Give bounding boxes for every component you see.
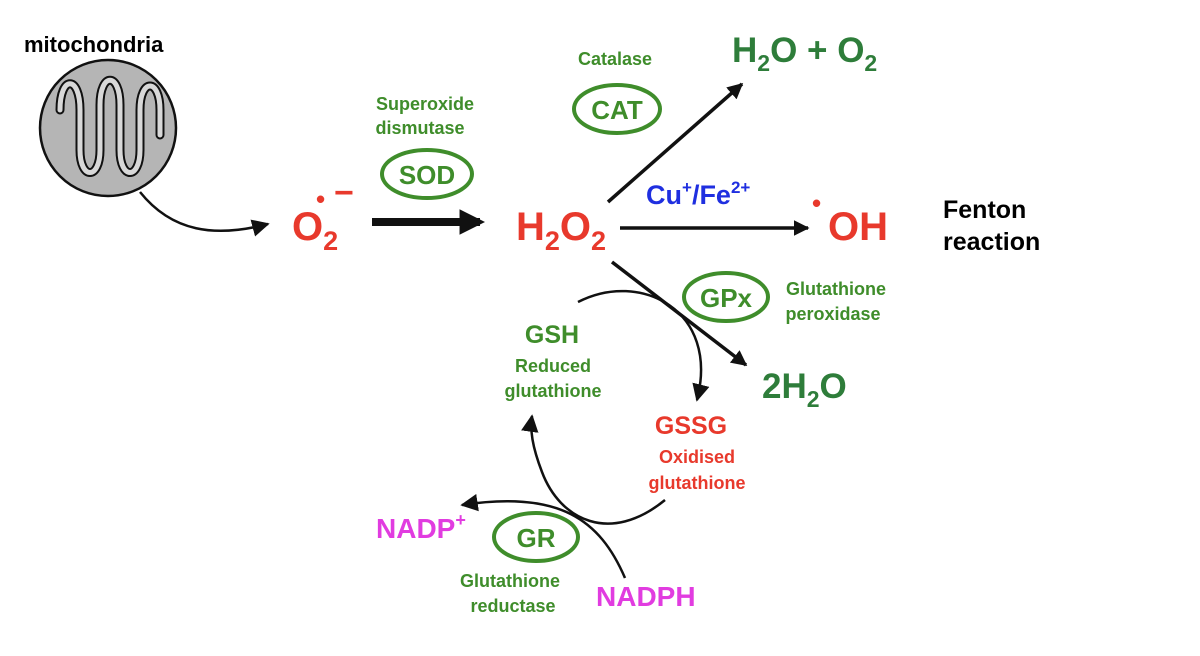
gsh-name-line2: glutathione xyxy=(505,381,602,401)
gr-ellipse xyxy=(492,511,580,563)
nadph-label: NADPH xyxy=(596,581,696,612)
gssg-to-gsh-arrow xyxy=(521,414,666,525)
cat-abbr: CAT xyxy=(591,95,643,125)
nadp-label: NADP+ xyxy=(376,510,466,544)
gsh-to-gssg-arrow xyxy=(577,289,710,402)
cat-ellipse xyxy=(572,83,662,135)
gsh-abbr: GSH xyxy=(525,321,579,349)
catalase-name: Catalase xyxy=(578,49,652,69)
hydrogen-peroxide-label: H2O2 xyxy=(516,205,606,256)
mito-to-superoxide-arrow xyxy=(139,191,270,237)
mitochondria-icon xyxy=(38,58,178,198)
sod-abbr: SOD xyxy=(399,160,455,190)
svg-text:O2: O2 xyxy=(292,205,338,256)
water-oxygen-label: H2O + O2 xyxy=(732,31,877,76)
gssg-abbr: GSSG xyxy=(655,412,727,440)
gr-name-line2: reductase xyxy=(470,596,555,616)
sod-ellipse xyxy=(380,148,474,200)
fenton-label-line2: reaction xyxy=(943,228,1040,256)
fenton-label-line1: Fenton xyxy=(943,196,1026,224)
gssg-name-line1: Oxidised xyxy=(659,447,735,467)
catalase-reaction-arrow xyxy=(606,82,744,204)
gr-name-line1: Glutathione xyxy=(460,571,560,591)
mitochondria-label: mitochondria xyxy=(24,32,164,57)
gpx-name-line1: Glutathione xyxy=(786,279,886,299)
superoxide-radical-dot: • xyxy=(316,184,325,214)
superoxide-label: O2 • − xyxy=(292,174,354,256)
gssg-name-line2: glutathione xyxy=(649,473,746,493)
gsh-name-line1: Reduced xyxy=(515,356,591,376)
gr-abbr: GR xyxy=(517,523,556,553)
metal-ions-label: Cu+/Fe2+ xyxy=(646,178,750,210)
hydroxyl-radical-dot: • xyxy=(812,188,821,218)
sod-name-line2: dismutase xyxy=(375,118,464,138)
hydroxyl-radical-label: OH xyxy=(828,205,888,249)
gpx-ellipse xyxy=(682,271,770,323)
gpx-name-line2: peroxidase xyxy=(785,304,880,324)
sod-name-line1: Superoxide xyxy=(376,94,474,114)
superoxide-charge: − xyxy=(334,174,354,212)
nadph-to-nadp-arrow xyxy=(460,493,627,579)
two-water-label: 2H2O xyxy=(762,367,847,412)
gpx-abbr: GPx xyxy=(700,283,753,313)
